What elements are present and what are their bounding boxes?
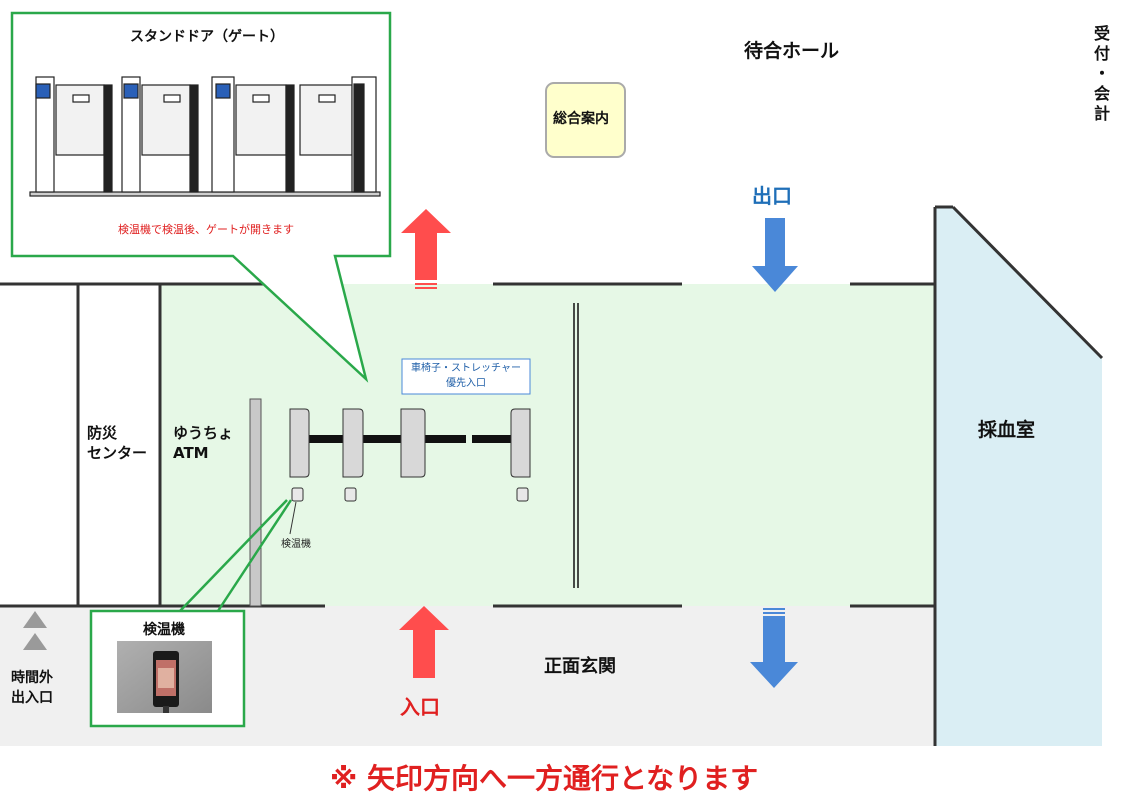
gate-unit bbox=[289, 408, 310, 478]
entrance-arrow-top bbox=[401, 209, 451, 289]
gate-callout-note: 検温機で検温後、ゲートが開きます bbox=[118, 223, 294, 236]
after-hours-label: 時間外 出入口 bbox=[11, 670, 53, 706]
gate-callout-title: スタンドドア（ゲート） bbox=[130, 29, 284, 45]
gate-unit bbox=[342, 408, 364, 478]
front-entrance-label: 正面玄関 bbox=[544, 656, 616, 677]
thermometer-small-label: 検温機 bbox=[281, 539, 311, 550]
atm-label: ゆうちょ ATM bbox=[173, 424, 234, 462]
info-desk-label: 総合案内 bbox=[553, 111, 609, 127]
stand-door-illustration bbox=[29, 76, 381, 197]
wheelchair-label: 車椅子・ストレッチャー 優先入口 bbox=[411, 363, 521, 389]
blood-room-label: 採血室 bbox=[978, 419, 1036, 441]
gate-callout bbox=[10, 11, 392, 383]
footer-note: ※ 矢印方向へ一方通行となります bbox=[330, 762, 759, 795]
exit-arrow-bottom bbox=[750, 608, 798, 688]
info-desk bbox=[545, 82, 626, 158]
thermometer-unit bbox=[344, 487, 357, 502]
gate-unit bbox=[400, 408, 426, 478]
wheelchair-priority-box bbox=[401, 358, 531, 395]
entrance-arrow-bottom bbox=[399, 606, 449, 678]
gate-unit bbox=[510, 408, 531, 478]
waiting-hall-label: 待合ホール bbox=[744, 40, 840, 62]
entrance-hall-area bbox=[160, 284, 935, 606]
thermometer-callout-title: 検温機 bbox=[143, 622, 185, 638]
pillar bbox=[249, 398, 262, 607]
reception-label: 受 付 ・ 会 計 bbox=[1093, 24, 1110, 123]
disaster-center-label: 防災 センター bbox=[87, 424, 148, 462]
thermometer-callout bbox=[89, 499, 293, 728]
exit-label: 出口 bbox=[752, 184, 792, 208]
exit-arrow-top bbox=[752, 218, 798, 292]
thermometer-unit bbox=[516, 487, 529, 502]
entrance-label: 入口 bbox=[400, 695, 440, 719]
thermometer-unit bbox=[291, 487, 304, 502]
blood-room-area bbox=[935, 207, 1102, 746]
after-hours-arrow-icon bbox=[23, 611, 47, 650]
gate-row bbox=[289, 408, 531, 535]
